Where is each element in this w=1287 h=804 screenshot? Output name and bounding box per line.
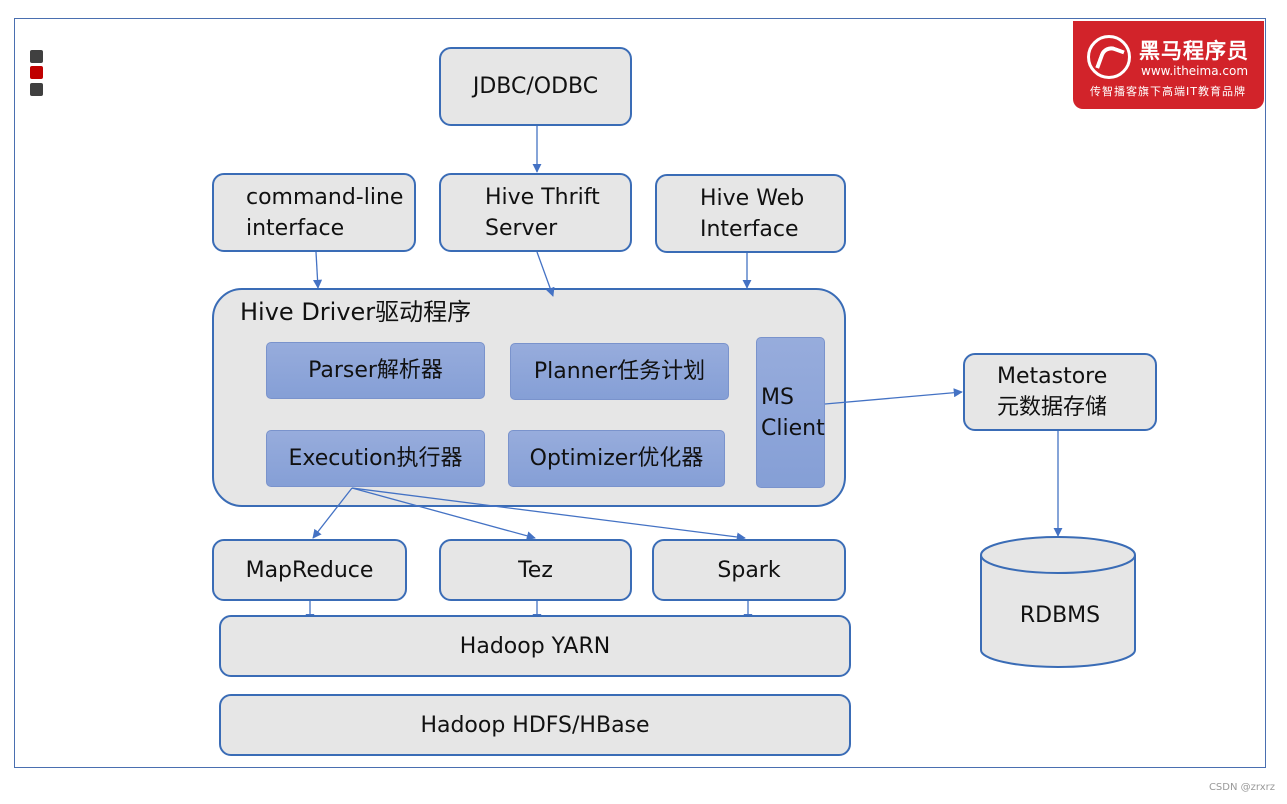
diagram-frame: [14, 18, 1266, 768]
hadoop-hdfs-hbase-node: Hadoop HDFS/HBase: [219, 694, 851, 756]
arrow-execution-to-tez: [351, 487, 536, 541]
command-line-interface-node: command-line interface: [212, 173, 416, 252]
csdn-credit: CSDN @zrxrz: [1208, 782, 1275, 793]
node-label: Client: [761, 415, 825, 441]
node-label: Metastore: [997, 364, 1108, 389]
ms-client-node: MS Client: [756, 337, 825, 488]
itheima-logo: 黑马程序员 www.itheima.com 传智播客旗下高端IT教育品牌: [1073, 21, 1264, 109]
node-label: Tez: [518, 557, 553, 583]
node-label: interface: [246, 215, 345, 241]
arrow-cli-to-driver: [313, 251, 323, 289]
metastore-node: Metastore 元数据存储: [963, 353, 1157, 431]
hive-thrift-server-node: Hive Thrift Server: [439, 173, 632, 252]
slide-marker-square: [30, 66, 43, 79]
node-label: Interface: [700, 216, 799, 242]
hive-web-interface-node: Hive Web Interface: [655, 174, 846, 253]
rdbms-label: RDBMS: [1020, 603, 1100, 628]
horse-logo-icon: [1087, 35, 1131, 79]
node-label: JDBC/ODBC: [472, 74, 599, 99]
node-label: Server: [485, 215, 558, 241]
node-label: Hive Web: [700, 185, 805, 211]
node-label: MS: [761, 384, 794, 410]
logo-url: www.itheima.com: [1141, 64, 1249, 78]
jdbc-odbc-node: JDBC/ODBC: [439, 47, 632, 126]
spark-node: Spark: [652, 539, 846, 601]
optimizer-node: Optimizer优化器: [508, 430, 725, 487]
slide-marker-square: [30, 83, 43, 96]
execution-node: Execution执行器: [266, 430, 485, 487]
mapreduce-node: MapReduce: [212, 539, 407, 601]
planner-node: Planner任务计划: [510, 343, 729, 400]
tez-node: Tez: [439, 539, 632, 601]
slide-marker-square: [30, 50, 43, 63]
node-label: 元数据存储: [997, 395, 1108, 420]
node-label: Spark: [717, 557, 781, 583]
node-label: Hadoop HDFS/HBase: [420, 712, 650, 738]
hadoop-yarn-node: Hadoop YARN: [219, 615, 851, 677]
node-label: MapReduce: [245, 557, 374, 583]
node-label: Planner任务计划: [533, 359, 706, 384]
arrow-thrift-to-driver: [536, 251, 555, 297]
node-label: Execution执行器: [288, 446, 463, 471]
node-label: command-line: [246, 184, 404, 210]
rdbms-cylinder: RDBMS: [980, 536, 1136, 668]
arrow-execution-to-spark: [351, 487, 746, 542]
arrow-msclient-to-metastore: [824, 388, 963, 405]
hive-driver-title: Hive Driver驱动程序: [240, 298, 472, 326]
node-label: Hadoop YARN: [459, 633, 611, 659]
arrow-execution-to-mapreduce: [312, 487, 353, 539]
parser-node: Parser解析器: [266, 342, 485, 399]
node-label: Parser解析器: [308, 358, 443, 383]
node-label: Hive Thrift: [485, 184, 600, 210]
logo-name: 黑马程序员: [1139, 39, 1249, 63]
node-label: Optimizer优化器: [529, 446, 704, 471]
logo-slogan: 传智播客旗下高端IT教育品牌: [1090, 85, 1246, 98]
